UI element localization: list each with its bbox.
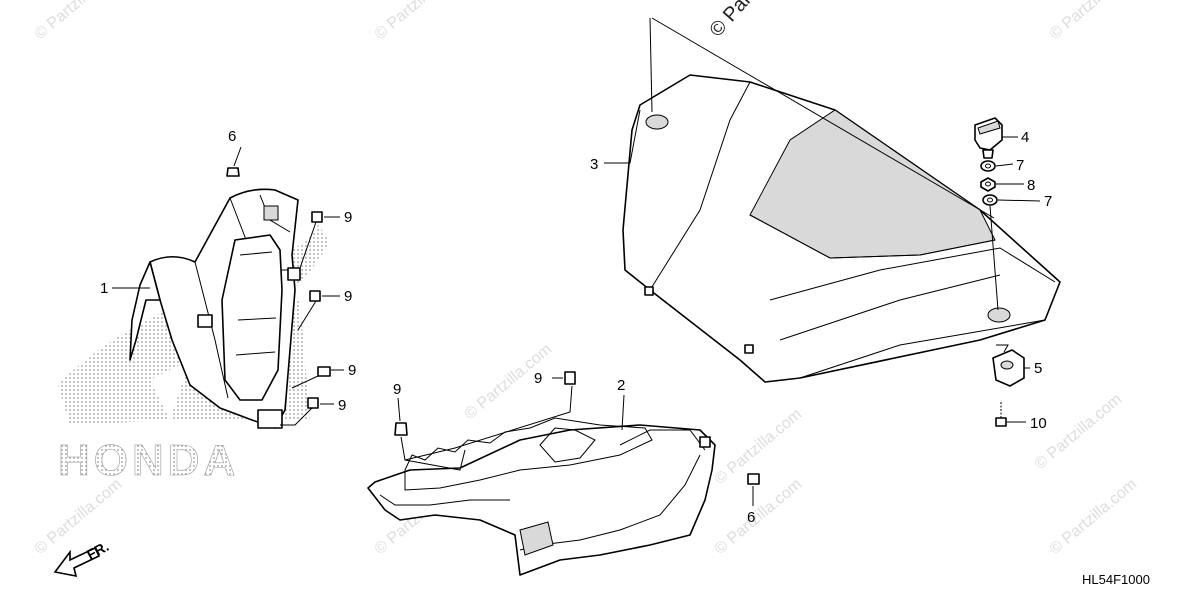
callout-7-b: 7 (1044, 193, 1052, 210)
callout-6-bottom: 6 (747, 509, 755, 526)
watermark: © Partzilla.com (32, 476, 126, 558)
part-10-screw (995, 402, 1007, 427)
callout-9-f: 9 (534, 370, 542, 387)
honda-logo-text: HONDA (58, 436, 239, 485)
front-direction-arrow: FR. (53, 538, 111, 578)
callout-10: 10 (1030, 415, 1047, 432)
diagram-code: HL54F1000 (1082, 572, 1150, 587)
part-5-bracket (992, 344, 1025, 387)
leader-lines (112, 17, 1041, 506)
callout-8: 8 (1027, 177, 1035, 194)
callout-1: 1 (100, 280, 108, 297)
callout-9-d: 9 (338, 397, 346, 414)
part-2-lower-cover (367, 417, 716, 576)
callout-9-e: 9 (393, 381, 401, 398)
watermark: © Partzilla.com (372, 0, 466, 43)
washers-and-nut (980, 160, 998, 206)
watermark: © Partzilla.com (1047, 476, 1141, 558)
callout-5: 5 (1034, 360, 1042, 377)
watermark-top: © Par (705, 0, 756, 41)
fasteners (226, 167, 760, 485)
callout-2: 2 (617, 377, 625, 394)
callout-4: 4 (1021, 129, 1029, 146)
callout-9-b: 9 (344, 288, 352, 305)
callout-7-a: 7 (1016, 157, 1024, 174)
callout-6-top: 6 (228, 128, 236, 145)
watermark: © Partzilla.com (1047, 0, 1141, 43)
part-4-key (974, 117, 1003, 159)
callout-labels: 6 1 9 9 9 9 9 9 2 3 4 7 8 7 5 10 6 (100, 128, 1052, 526)
callout-3: 3 (590, 156, 598, 173)
watermark: © Partzilla.com (712, 476, 806, 558)
watermark: © Partzilla.com (32, 0, 126, 43)
callout-9-a: 9 (344, 209, 352, 226)
part-3-upper-cowl (622, 74, 1061, 383)
callout-9-c: 9 (348, 362, 356, 379)
part-1-inner-panel (129, 188, 301, 429)
